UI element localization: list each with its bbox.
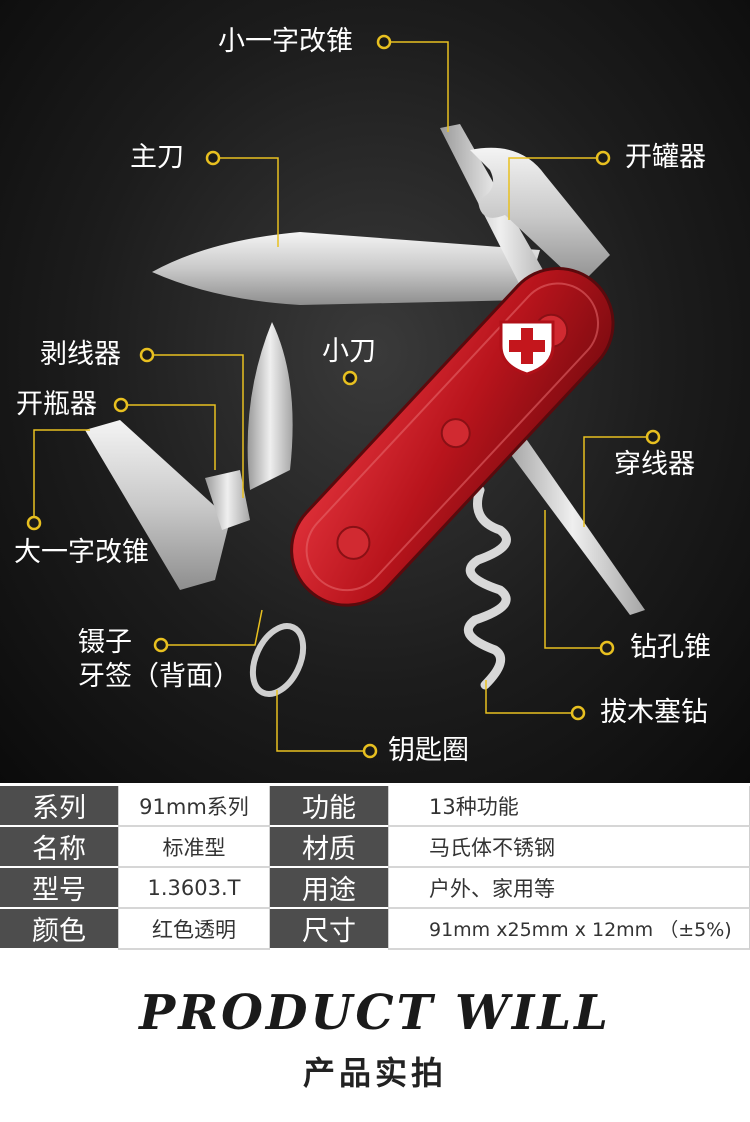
spec-value: 标准型 [118,827,270,868]
product-hero: 小一字改锥 主刀 开罐器 剥线器 小刀 开瓶器 穿线器 大一字改锥 镊子 牙签（… [0,0,750,783]
can-opener-tool [470,147,610,285]
spec-value: 91mm系列 [118,786,270,827]
spec-row: 颜色 红色透明 尺寸 91mm x25mm x 12mm （±5%) [0,909,750,950]
product-will-heading: PRODUCT WILL [139,985,611,1041]
callout-corkscrew: 拔木塞钻 [600,697,708,728]
key-ring [249,623,307,697]
reamer-tool [500,430,645,615]
wire-stripper-tool [205,470,250,530]
spec-key: 用途 [270,868,388,909]
callout-awl: 钻孔锥 [630,632,711,663]
knife-illustration [26,34,661,759]
main-blade [152,232,540,305]
spec-value: 红色透明 [118,909,270,950]
spec-value: 91mm x25mm x 12mm （±5%) [388,909,750,950]
spec-key: 功能 [270,786,388,827]
callout-main-blade: 主刀 [130,142,184,173]
spec-key: 尺寸 [270,909,388,950]
callout-reamer: 穿线器 [614,449,695,480]
spec-value: 1.3603.T [118,868,270,909]
spec-key: 材质 [270,827,388,868]
spec-value: 户外、家用等 [388,868,750,909]
callout-small-blade: 小刀 [322,336,376,367]
callout-can-opener: 开罐器 [625,142,706,173]
spec-key: 型号 [0,868,118,909]
section-subtitle: 产品实拍 [302,1054,447,1092]
spec-key: 系列 [0,786,118,827]
spec-row: 系列 91mm系列 功能 13种功能 [0,786,750,827]
swiss-cross-emblem [499,320,555,376]
spec-value: 马氏体不锈钢 [388,827,750,868]
leader-lines [33,41,653,752]
corkscrew-tool [463,485,511,690]
spec-value: 13种功能 [388,786,750,827]
callout-small-screwdriver: 小一字改锥 [218,26,353,57]
callout-bottle-opener: 开瓶器 [16,389,97,420]
leader-dots [26,34,661,759]
spec-row: 型号 1.3603.T 用途 户外、家用等 [0,868,750,909]
spec-key: 颜色 [0,909,118,950]
spec-row: 名称 标准型 材质 马氏体不锈钢 [0,827,750,868]
callout-wire-stripper: 剥线器 [40,339,121,370]
callout-tweezers: 镊子 [78,627,132,658]
spec-table: 系列 91mm系列 功能 13种功能 名称 标准型 材质 马氏体不锈钢 型号 1… [0,786,750,950]
small-blade [247,322,293,490]
callout-large-screwdriver: 大一字改锥 [14,537,149,568]
callout-key-ring: 钥匙圈 [388,735,469,766]
callout-toothpick: 牙签（背面） [78,661,240,692]
spec-key: 名称 [0,827,118,868]
bottle-opener-tool [85,420,230,590]
